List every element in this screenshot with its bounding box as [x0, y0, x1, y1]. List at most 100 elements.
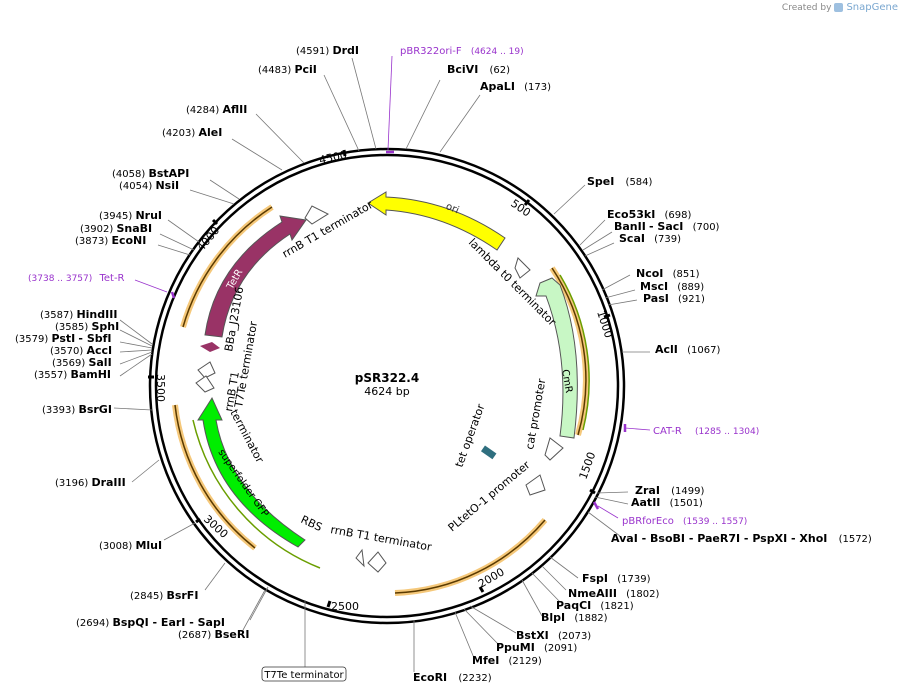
enzyme-bcivi: BciVI	[447, 63, 478, 76]
svg-text:BlpI (1882): BlpI (1882)	[541, 611, 608, 624]
enzyme-bspqi: BspQI - EarI - SapI	[112, 616, 224, 629]
enzyme-bsrgi: BsrGI	[78, 403, 111, 416]
svg-text:BanII - SacI (700): BanII - SacI (700)	[614, 220, 720, 233]
svg-text:(4591) DrdI: (4591) DrdI	[296, 44, 359, 57]
svg-text:AvaI - BsoBI - PaeR7I - PspXI: AvaI - BsoBI - PaeR7I - PspXI - XhoI (15…	[611, 532, 872, 545]
rrnb-bottom-arrow	[367, 551, 387, 573]
tick-4500	[342, 149, 347, 157]
enzyme-hindiii: HindIII	[76, 308, 117, 321]
primer-marks	[170, 150, 627, 510]
t7te-bottom-arrow	[355, 548, 365, 568]
enzyme-bseri: BseRI	[214, 628, 249, 641]
enzyme-avai: AvaI - BsoBI - PaeR7I - PspXI - XhoI	[611, 532, 827, 545]
plasmid-name: pSR322.4	[355, 371, 419, 385]
svg-text:BstXI (2073): BstXI (2073)	[516, 629, 591, 642]
svg-text:ScaI (739): ScaI (739)	[619, 232, 681, 245]
enzyme-mfei: MfeI	[472, 654, 499, 667]
pltet-arrow	[525, 474, 546, 496]
enzyme-econi: EcoNI	[111, 234, 146, 247]
svg-text:(4058) BstAPI: (4058) BstAPI	[112, 167, 189, 180]
tick-label-1500: 1500	[577, 450, 599, 481]
primer-tet-r: Tet-R	[98, 273, 124, 284]
enzyme-bstxi: BstXI	[516, 629, 549, 642]
tick-2000	[478, 586, 485, 593]
svg-text:AclI (1067): AclI (1067)	[655, 343, 720, 356]
enzyme-scai: ScaI	[619, 232, 645, 245]
feature-bba	[200, 342, 220, 352]
enzyme-sphi: SphI	[91, 320, 119, 333]
left-arrow-2	[195, 375, 215, 393]
svg-text:CAT-R (1285 .. 1304): CAT-R (1285 .. 1304)	[653, 426, 759, 437]
svg-text:(3579) PstI - SbfI: (3579) PstI - SbfI	[15, 332, 112, 345]
svg-text:(4203) AleI: (4203) AleI	[162, 126, 222, 139]
snapgene-credit: Created by SnapGene	[782, 2, 898, 13]
enzymes-left: (4591) DrdI (4483) PciI (4284) AflII (42…	[15, 44, 359, 641]
svg-text:(3945) NruI: (3945) NruI	[99, 209, 162, 222]
rrnb-top-arrow	[304, 205, 330, 225]
lambda-t0-arrow	[514, 257, 531, 279]
enzyme-sali: SalI	[88, 356, 111, 369]
svg-text:BciVI (62): BciVI (62)	[447, 63, 510, 76]
enzyme-snabi: SnaBI	[116, 222, 152, 235]
enzyme-fspi: FspI	[582, 572, 608, 585]
tick-2500	[326, 600, 332, 608]
enzyme-pcii: PciI	[294, 63, 316, 76]
rbs-label: RBS	[299, 513, 324, 534]
backbone	[148, 147, 626, 625]
svg-text:(3569) SalI: (3569) SalI	[52, 356, 112, 369]
primer-pbr322ori-f: pBR322ori-F	[400, 46, 462, 57]
svg-text:(3196) DraIII: (3196) DraIII	[55, 476, 126, 489]
enzyme-apali: ApaLI	[480, 80, 515, 93]
primer-labels: pBR322ori-F (4624 .. 19) (3738 .. 3757) …	[28, 46, 759, 527]
svg-text:NcoI (851): NcoI (851)	[636, 267, 700, 280]
tick-3000	[195, 517, 201, 524]
enzyme-drdi: DrdI	[332, 44, 359, 57]
svg-text:PaqCI (1821): PaqCI (1821)	[556, 599, 634, 612]
feature-ori[interactable]: ori	[367, 191, 506, 251]
t7te-box[interactable]: T7Te terminator	[261, 666, 347, 682]
primer-pbrforeco: pBRforEco	[622, 516, 674, 527]
pltet-label: PLtetO-1 promoter	[446, 458, 533, 534]
enzyme-msci: MscI	[640, 280, 668, 293]
enzyme-mlui: MluI	[135, 539, 162, 552]
enzyme-acci: AccI	[86, 344, 112, 357]
svg-text:(4483) PciI: (4483) PciI	[258, 63, 317, 76]
svg-text:ApaLI (173): ApaLI (173)	[480, 80, 551, 93]
left-arrow-1	[197, 361, 216, 379]
tick-1000	[603, 313, 611, 319]
enzyme-ecori: EcoRI	[413, 671, 447, 684]
enzymes-right: BciVI (62) ApaLI (173) SpeI (584) Eco53k…	[413, 63, 872, 684]
enzyme-blpi: BlpI	[541, 611, 565, 624]
svg-text:FspI (1739): FspI (1739)	[582, 572, 651, 585]
enzyme-bamhi: BamHI	[70, 368, 111, 381]
enzyme-aatii: AatII	[631, 496, 660, 509]
orf-arc-bottom	[394, 518, 548, 596]
svg-text:(4284) AflII: (4284) AflII	[186, 103, 247, 116]
white-arrows	[195, 205, 564, 573]
terminator-left-label: terminator	[227, 407, 266, 465]
feature-cmr[interactable]: CmR	[535, 277, 578, 439]
tick-4000	[211, 218, 219, 226]
svg-text:Eco53kI (698): Eco53kI (698)	[607, 208, 691, 221]
rrnb-bottom-label: rrnB T1 terminator	[329, 523, 433, 554]
svg-text:(3587) HindIII: (3587) HindIII	[40, 308, 117, 321]
svg-text:ZraI (1499): ZraI (1499)	[635, 484, 704, 497]
enzyme-pasi: PasI	[643, 292, 669, 305]
enzyme-zrai: ZraI	[635, 484, 660, 497]
enzyme-spei: SpeI	[587, 175, 614, 188]
svg-text:NmeAIII (1802): NmeAIII (1802)	[568, 587, 659, 600]
svg-text:pBRforEco (1539 .. 1557): pBRforEco (1539 .. 1557)	[622, 516, 747, 527]
t7te-box-label: T7Te terminator	[263, 670, 344, 681]
svg-text:pBR322ori-F (4624 .. 19): pBR322ori-F (4624 .. 19)	[400, 46, 524, 57]
tick-label-4500: 4500	[318, 148, 348, 167]
created-by-label: Created by	[781, 2, 832, 13]
svg-text:(3008) MluI: (3008) MluI	[99, 539, 162, 552]
tick-label-3500: 3500	[154, 374, 167, 402]
svg-text:(3738 .. 3757) Tet-R: (3738 .. 3757) Tet-R	[28, 273, 125, 284]
tick-label-2500: 2500	[331, 600, 359, 613]
enzyme-ppumi: PpuMI	[496, 641, 535, 654]
svg-text:(3873) EcoNI: (3873) EcoNI	[75, 234, 146, 247]
snapgene-logo-icon	[834, 3, 844, 12]
tet-operator-mark	[480, 445, 497, 460]
